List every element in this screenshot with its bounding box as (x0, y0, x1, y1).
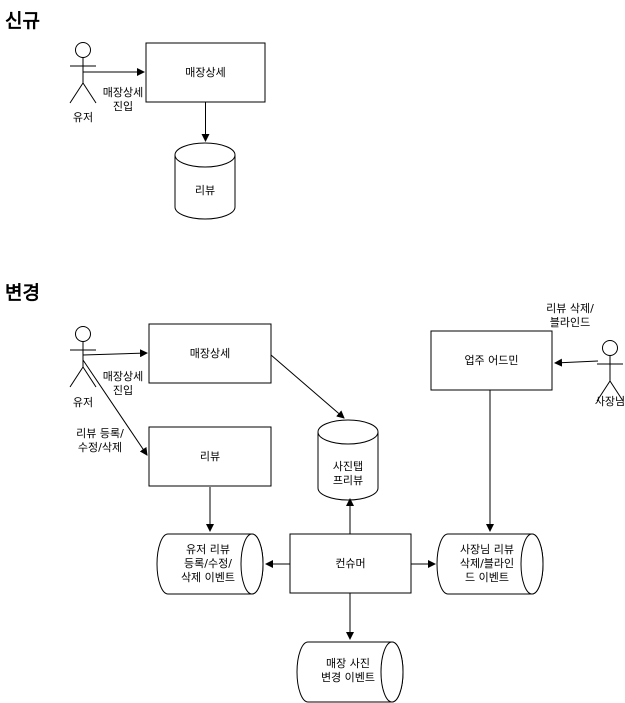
user-review-event-queue: 유저 리뷰 등록/수정/ 삭제 이벤트 (156, 533, 264, 595)
photo-change-event-queue: 매장 사진 변경 이벤트 (296, 641, 404, 703)
review-action-label-1: 리뷰 등록/ (76, 427, 124, 440)
actor-head-icon (602, 340, 618, 356)
new-review-db: 리뷰 (174, 142, 236, 220)
new-user-actor: 유저 (69, 42, 97, 124)
changed-user-actor: 유저 (69, 326, 97, 409)
user-event-label-3: 삭제 이벤트 (181, 571, 235, 584)
detail-to-photo-db-arrow (270, 354, 345, 419)
new-enter-label-1: 매장상세 (103, 86, 143, 99)
review-action-arrow (82, 359, 148, 456)
owner-admin-label: 업주 어드민 (464, 354, 518, 367)
section-title-new: 신규 (5, 10, 40, 32)
changed-store-detail-label: 매장상세 (190, 347, 230, 360)
review-action-label-2: 수정/삭제 (78, 441, 122, 454)
changed-user-label: 유저 (73, 396, 93, 409)
new-store-detail-box: 매장상세 (145, 42, 266, 103)
actor-head-icon (75, 326, 91, 342)
changed-review-box: 리뷰 (148, 426, 272, 487)
changed-store-detail-box: 매장상세 (148, 323, 272, 384)
consumer-box: 컨슈머 (289, 533, 412, 594)
owner-event-label-1: 사장님 리뷰 (460, 543, 514, 556)
actor-head-icon (75, 42, 91, 58)
user-event-label-1: 유저 리뷰 (186, 543, 230, 556)
photo-preview-db: 사진탭 프리뷰 (317, 419, 379, 501)
changed-review-box-label: 리뷰 (200, 450, 220, 463)
owner-action-label-2: 블라인드 (550, 316, 590, 329)
photo-event-label-2: 변경 이벤트 (321, 671, 375, 684)
owner-label: 사장님 (595, 395, 625, 408)
section-title-changed: 변경 (5, 282, 40, 304)
changed-enter-label-1: 매장상세 (103, 370, 143, 383)
new-review-db-label: 리뷰 (195, 184, 215, 197)
changed-enter-arrow (82, 349, 148, 358)
photo-db-label-2: 프리뷰 (333, 474, 363, 487)
new-enter-label-2: 진입 (113, 100, 133, 113)
owner-admin-box: 업주 어드민 (430, 330, 553, 391)
photo-db-label-1: 사진탭 (333, 460, 363, 473)
owner-event-label-2: 삭제/블라인 (460, 557, 514, 570)
owner-actor: 사장님 (595, 340, 625, 408)
owner-action-arrow (554, 358, 599, 367)
photo-event-label-1: 매장 사진 (326, 657, 370, 670)
changed-enter-label-2: 진입 (113, 384, 133, 397)
new-store-detail-label: 매장상세 (185, 66, 225, 79)
owner-review-event-queue: 사장님 리뷰 삭제/블라인 드 이벤트 (436, 533, 544, 595)
owner-event-label-3: 드 이벤트 (465, 571, 509, 584)
consumer-label: 컨슈머 (335, 557, 365, 570)
owner-action-label-1: 리뷰 삭제/ (546, 302, 594, 315)
user-event-label-2: 등록/수정/ (184, 557, 232, 570)
new-user-label: 유저 (73, 111, 93, 124)
